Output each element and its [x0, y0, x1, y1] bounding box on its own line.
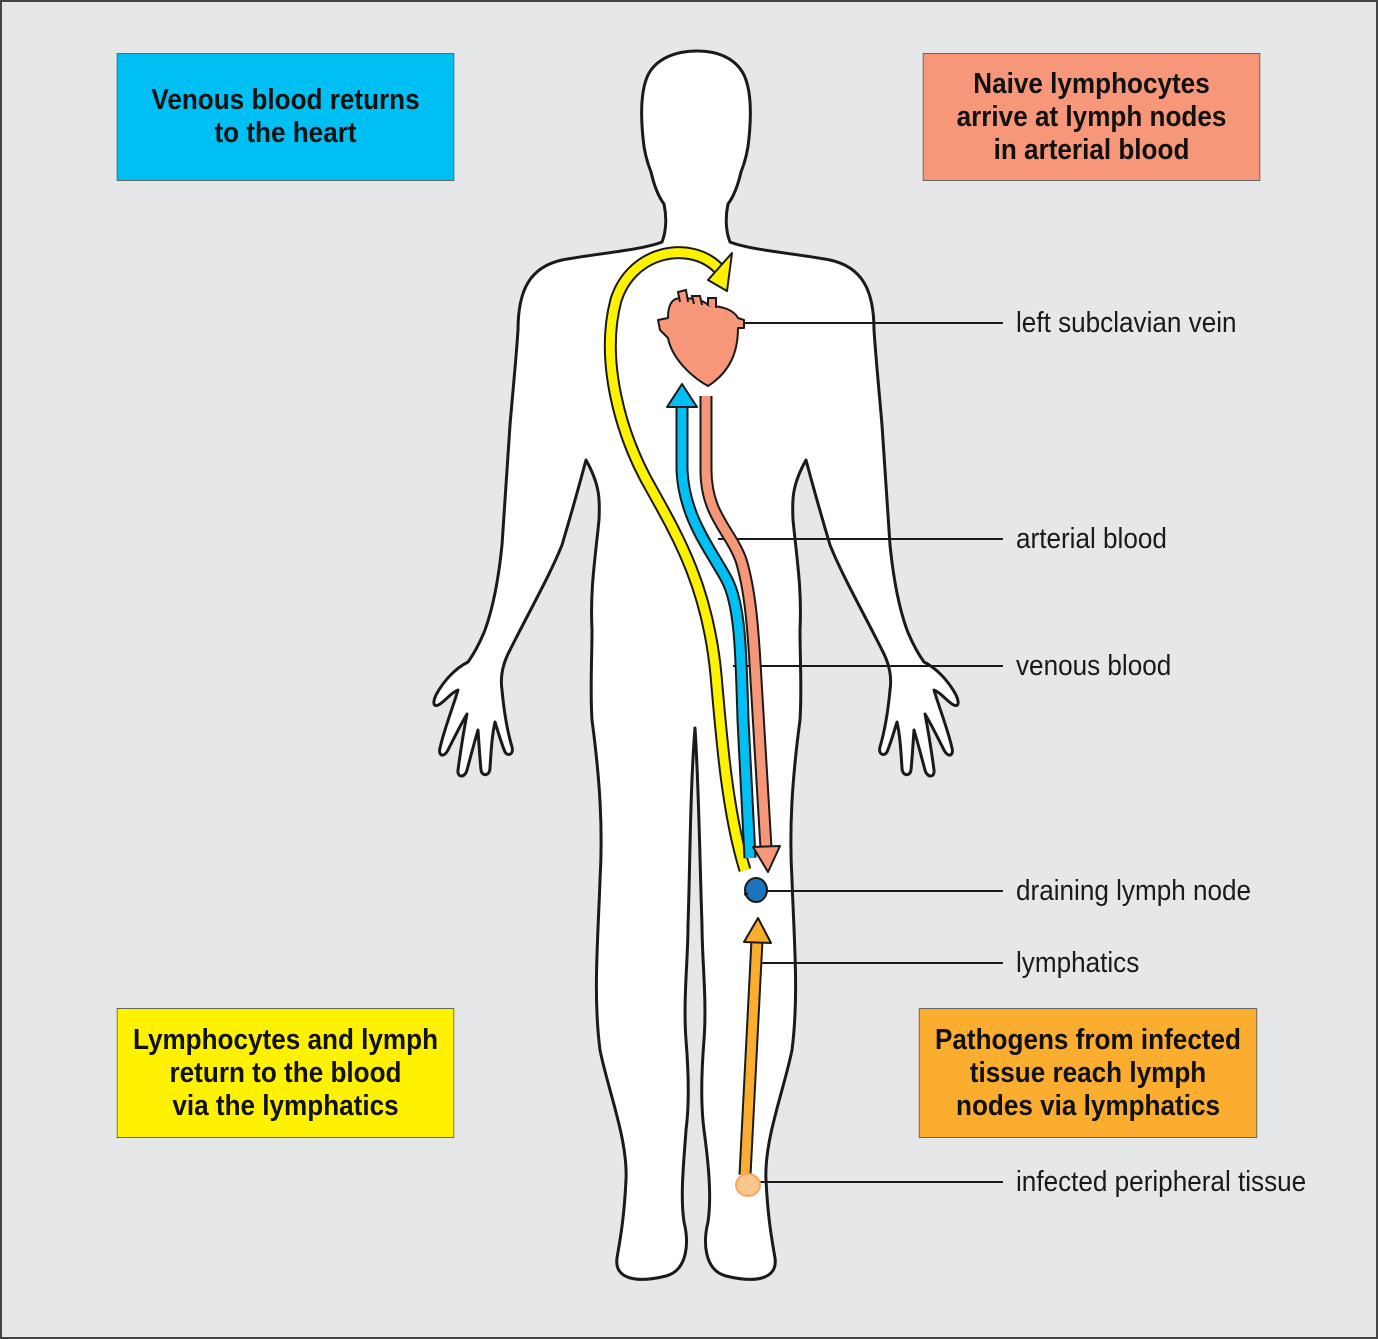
label-left-subclavian-vein: left subclavian vein [1016, 307, 1237, 339]
venous-blood-arrow [666, 383, 757, 859]
label-draining-lymph-node: draining lymph node [1016, 875, 1252, 907]
infected-tissue-icon [735, 1173, 761, 1197]
lymph-return-arrow [603, 246, 752, 872]
box-naive-lymphocytes: Naive lymphocytes arrive at lymph nodes … [922, 53, 1261, 181]
lymph-node-icon [744, 877, 768, 903]
label-arterial-blood: arterial blood [1016, 523, 1167, 555]
label-lymphatics: lymphatics [1016, 947, 1140, 979]
heart-icon [657, 288, 745, 387]
box-pathogens: Pathogens from infected tissue reach lym… [918, 1008, 1258, 1138]
label-venous-blood: venous blood [1016, 650, 1172, 682]
box-lymph-return: Lymphocytes and lymph return to the bloo… [116, 1008, 455, 1138]
human-body-outline [432, 49, 960, 1281]
label-infected-peripheral-tissue: infected peripheral tissue [1016, 1166, 1307, 1198]
leader-lines [718, 322, 1003, 1183]
arterial-blood-arrow [699, 396, 781, 873]
lymphatics-arrow [738, 917, 772, 1176]
box-venous-return: Venous blood returns to the heart [116, 53, 455, 181]
